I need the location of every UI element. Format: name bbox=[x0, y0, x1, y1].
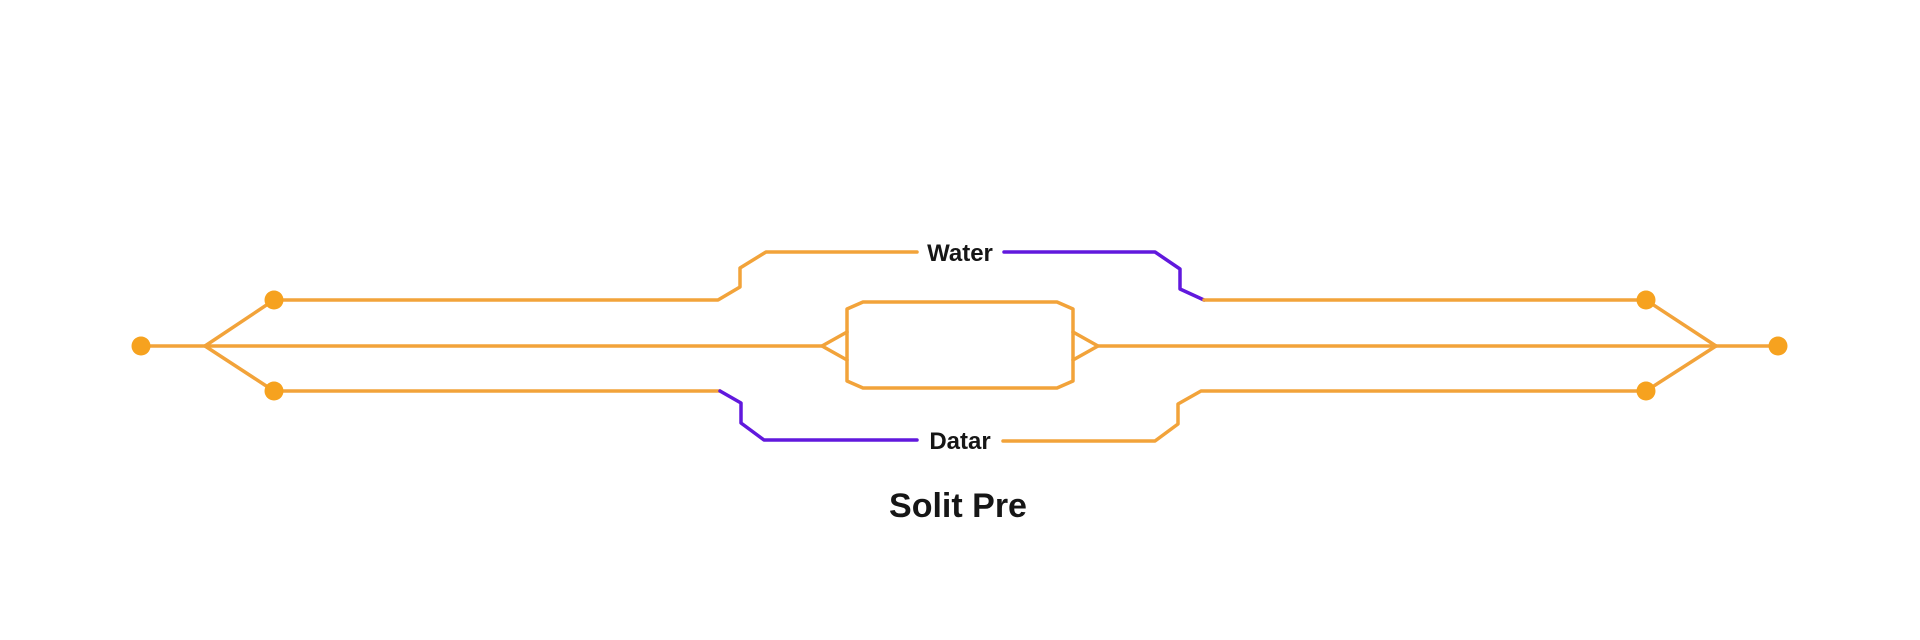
bottom-right-branch-node bbox=[1636, 381, 1656, 401]
split-diagonal-down bbox=[203, 344, 276, 393]
datar-label: Datar bbox=[929, 428, 990, 455]
top-branch-left-orange bbox=[272, 250, 919, 302]
merge-diagonal-down bbox=[1644, 298, 1718, 348]
box-right-connector bbox=[1071, 330, 1100, 362]
bottom-branch-right-orange bbox=[1001, 389, 1648, 443]
right-terminal-node bbox=[1768, 336, 1788, 356]
top-branch-right-purple bbox=[1002, 250, 1206, 302]
split-diagonal-up bbox=[203, 298, 276, 348]
diagram-title: Solit Pre bbox=[889, 487, 1027, 525]
central-box bbox=[845, 300, 1075, 390]
bottom-branch-left-purple bbox=[718, 389, 919, 442]
bottom-left-branch-node bbox=[264, 381, 284, 401]
water-label: Water bbox=[927, 240, 993, 267]
merge-diagonal-up bbox=[1644, 344, 1718, 393]
box-left-connector bbox=[820, 330, 849, 362]
top-left-branch-node bbox=[264, 290, 284, 310]
top-right-branch-node bbox=[1636, 290, 1656, 310]
left-terminal-node bbox=[131, 336, 151, 356]
